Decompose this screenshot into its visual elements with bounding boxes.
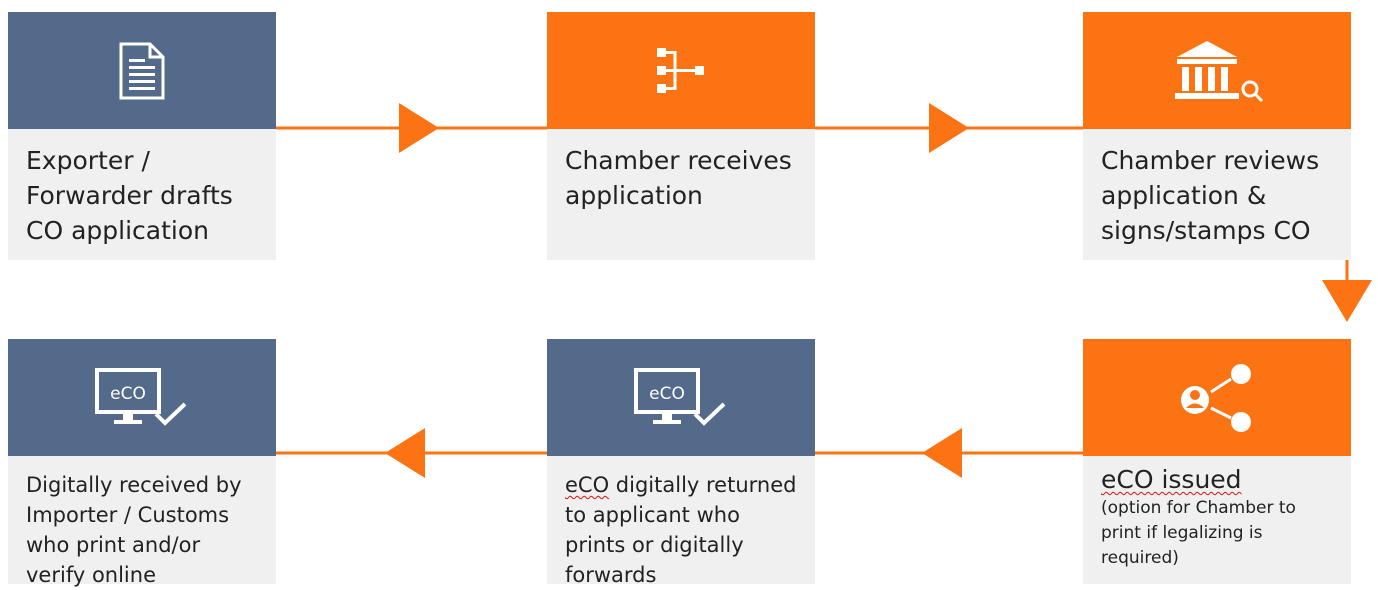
step-4-title: eCO issued xyxy=(1101,465,1242,494)
step-4-sublabel: (option for Chamber to print if legalizi… xyxy=(1101,498,1296,568)
step-2-header xyxy=(547,12,815,129)
arrow-down xyxy=(1322,280,1372,322)
step-5-text: eCO digitally returned to applicant who … xyxy=(565,473,797,587)
monitor-text: eCO xyxy=(110,384,146,404)
step-3-body: Chamber reviews application & signs/stam… xyxy=(1083,129,1351,260)
arrow-right-1 xyxy=(399,103,439,153)
step-6-header: eCO xyxy=(8,339,276,456)
monitor-text: eCO xyxy=(649,384,685,404)
step-5-body: eCO digitally returned to applicant who … xyxy=(547,456,815,587)
monitor-eco-check-icon: eCO xyxy=(634,367,726,426)
step-5-header: eCO xyxy=(547,339,815,456)
arrow-right-2 xyxy=(929,103,969,153)
step-4-body: eCO issued (option for Chamber to print … xyxy=(1083,456,1351,584)
step-5-label: eCO digitally returned to applicant who … xyxy=(565,470,801,590)
step-2-label: Chamber receives application xyxy=(565,146,792,210)
arrow-left-2 xyxy=(385,428,425,478)
step-1-body: Exporter / Forwarder drafts CO applicati… xyxy=(8,129,276,260)
step-4-header xyxy=(1083,339,1351,456)
flowchart-icon xyxy=(657,47,704,93)
document-icon xyxy=(119,42,165,99)
share-user-icon xyxy=(1181,363,1251,432)
step-6-body: Digitally received by Importer / Customs… xyxy=(8,456,276,587)
step-4-label: eCO issued xyxy=(1101,464,1337,496)
step-6-label: Digitally received by Importer / Customs… xyxy=(26,473,242,587)
arrow-left-1 xyxy=(922,428,962,478)
step-3-label: Chamber reviews application & signs/stam… xyxy=(1101,146,1320,245)
step-1-label: Exporter / Forwarder drafts CO applicati… xyxy=(26,146,233,245)
step-2-body: Chamber receives application xyxy=(547,129,815,260)
monitor-eco-check-icon: eCO xyxy=(95,367,187,426)
step-3-header xyxy=(1083,12,1351,129)
bank-search-icon xyxy=(1175,40,1264,102)
step-1-header xyxy=(8,12,276,129)
